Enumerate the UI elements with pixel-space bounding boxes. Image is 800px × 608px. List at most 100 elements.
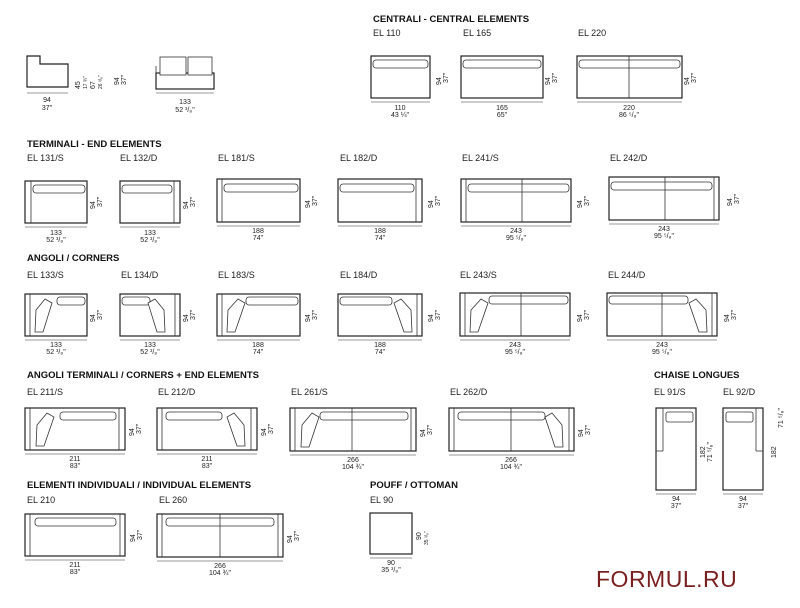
dim-width-cm: 94	[43, 97, 51, 104]
brand-watermark: FORMUL.RU	[596, 566, 737, 592]
dim-height-3-in: 37"	[121, 74, 128, 85]
dim-depth-in: 37"	[585, 424, 592, 435]
element-code: EL 165	[463, 28, 491, 38]
dim-width-cm: 133	[179, 99, 191, 106]
dim-width-cm: 243	[658, 226, 670, 233]
dim-width-cm: 133	[50, 230, 62, 237]
element-el-110: EL 110 110 43 ¼" 94 37"	[370, 28, 450, 119]
corner-cushion	[688, 298, 708, 333]
side-profile-shape	[26, 55, 69, 88]
element-code: EL 132/D	[120, 153, 158, 163]
dim-depth-cm: 94	[684, 77, 691, 85]
dim-depth-in: 37"	[731, 309, 738, 320]
back-cushion	[245, 296, 299, 306]
back-cushion	[339, 296, 393, 306]
element-code: EL 182/D	[340, 153, 378, 163]
corner-cushion	[147, 298, 166, 333]
dim-depth-in: 37"	[584, 309, 591, 320]
dim-width-in: 104 ¾"	[500, 464, 522, 471]
dim-width-cm: 188	[252, 228, 264, 235]
dim-depth-cm: 90	[416, 532, 423, 540]
dim-width-in: 83"	[70, 569, 81, 576]
dim-width-cm: 266	[505, 457, 517, 464]
dim-depth-in: 37"	[312, 309, 319, 320]
dim-width-in: 37"	[738, 503, 749, 510]
dim-width-in: 65"	[497, 112, 508, 119]
back-cushion	[457, 411, 546, 421]
dim-width-cm: 243	[509, 342, 521, 349]
dim-depth-in: 37"	[294, 530, 301, 541]
element-el-260: EL 260 266 104 ¾" 94 37"	[156, 495, 301, 577]
dim-depth-in: 37"	[443, 72, 450, 83]
dim-depth-cm: 94	[428, 200, 435, 208]
dim-width-cm: 90	[387, 560, 395, 567]
dim-width-cm: 165	[496, 105, 508, 112]
element-code: EL 220	[578, 28, 606, 38]
corner-cushion	[187, 56, 213, 76]
element-el-241-s: EL 241/S 243 95 ⁵/₈" 94 37"	[460, 153, 591, 242]
dim-width-cm: 110	[394, 105, 405, 112]
element-el-220: EL 220 220 86 ⁵/₈" 94 37"	[576, 28, 698, 119]
element-code: EL 91/S	[654, 387, 686, 397]
section-title-chaise: CHAISE LONGUES	[654, 370, 740, 381]
element-code: EL 131/S	[27, 153, 64, 163]
dim-width-in: 52 ³/₈"	[140, 237, 160, 244]
element-code: EL 92/D	[723, 387, 756, 397]
pouf-outline	[369, 512, 413, 555]
dim-width-in: 74"	[375, 235, 386, 242]
dim-width-cm: 94	[672, 496, 680, 503]
dim-depth-in: 37"	[97, 196, 104, 207]
back-cushion	[121, 184, 173, 194]
back-cushion	[467, 183, 570, 193]
dim-width-cm: 188	[374, 228, 386, 235]
dim-width-cm: 133	[144, 342, 156, 349]
side-view-corner: 133 52 ³/₈"	[155, 56, 215, 114]
element-el-90: EL 90 90 35 ³/₈" 90 35 ³/₈"	[369, 495, 430, 574]
element-el-184-d: EL 184/D 188 74" 94 37"	[337, 270, 442, 356]
dim-width-in: 52 ³/₈"	[46, 237, 66, 244]
dim-depth-in: 37"	[552, 72, 559, 83]
element-code: EL 212/D	[158, 387, 196, 397]
element-code: EL 243/S	[460, 270, 497, 280]
dim-width-in: 95 ⁵/₈"	[652, 349, 672, 356]
element-el-261-s: EL 261/S 266 104 ¾" 94 37"	[289, 387, 434, 471]
dim-depth-in: 37"	[734, 193, 741, 204]
dim-depth-cm: 94	[727, 198, 734, 206]
back-cushion	[610, 181, 713, 191]
dim-width-in: 37"	[42, 105, 53, 112]
dim-width-cm: 211	[69, 562, 80, 569]
dim-width-in: 104 ¾"	[342, 464, 364, 471]
element-code: EL 183/S	[218, 270, 255, 280]
dim-depth-in: 37"	[435, 195, 442, 206]
element-el-91-s: EL 91/S 94 37" 182 71 ⁵/₈"	[654, 387, 714, 510]
back-cushion	[34, 517, 117, 527]
dim-depth-in: 37"	[691, 72, 698, 83]
element-code: EL 110	[373, 28, 401, 38]
dim-depth-in: 37"	[97, 309, 104, 320]
dim-width-in: 95 ⁵/₈"	[654, 233, 674, 240]
back-cushion	[223, 183, 299, 193]
dim-depth-cm: 94	[183, 201, 190, 209]
back-cushion	[32, 184, 86, 194]
dim-depth-cm: 94	[436, 77, 443, 85]
dim-depth-in: 37"	[312, 195, 319, 206]
dim-depth-in: 37"	[190, 196, 197, 207]
element-el-243-s: EL 243/S 243 95 ⁵/₈" 94 37"	[459, 270, 591, 356]
back-cushion	[665, 411, 694, 423]
corner-cushion	[300, 412, 320, 448]
dim-height-1: 45	[75, 81, 82, 89]
element-el-262-d: EL 262/D 266 104 ¾" 94 37"	[448, 387, 592, 471]
dim-depth-in: 37"	[268, 423, 275, 434]
dim-width-in: 95 ⁵/₈"	[505, 349, 525, 356]
element-code: EL 244/D	[608, 270, 646, 280]
dim-depth-in: 37"	[190, 309, 197, 320]
section-title-terminals: TERMINALI - END ELEMENTS	[27, 139, 162, 150]
corner-cushion	[544, 412, 564, 448]
back-cushion	[121, 296, 151, 306]
dim-depth-cm: 94	[287, 535, 294, 543]
dim-width-in: 52 ³/₈"	[175, 107, 195, 114]
back-cushion	[56, 296, 86, 306]
back-cushion	[608, 295, 689, 305]
dim-depth-cm: 94	[90, 314, 97, 322]
back-cushion	[339, 183, 415, 193]
